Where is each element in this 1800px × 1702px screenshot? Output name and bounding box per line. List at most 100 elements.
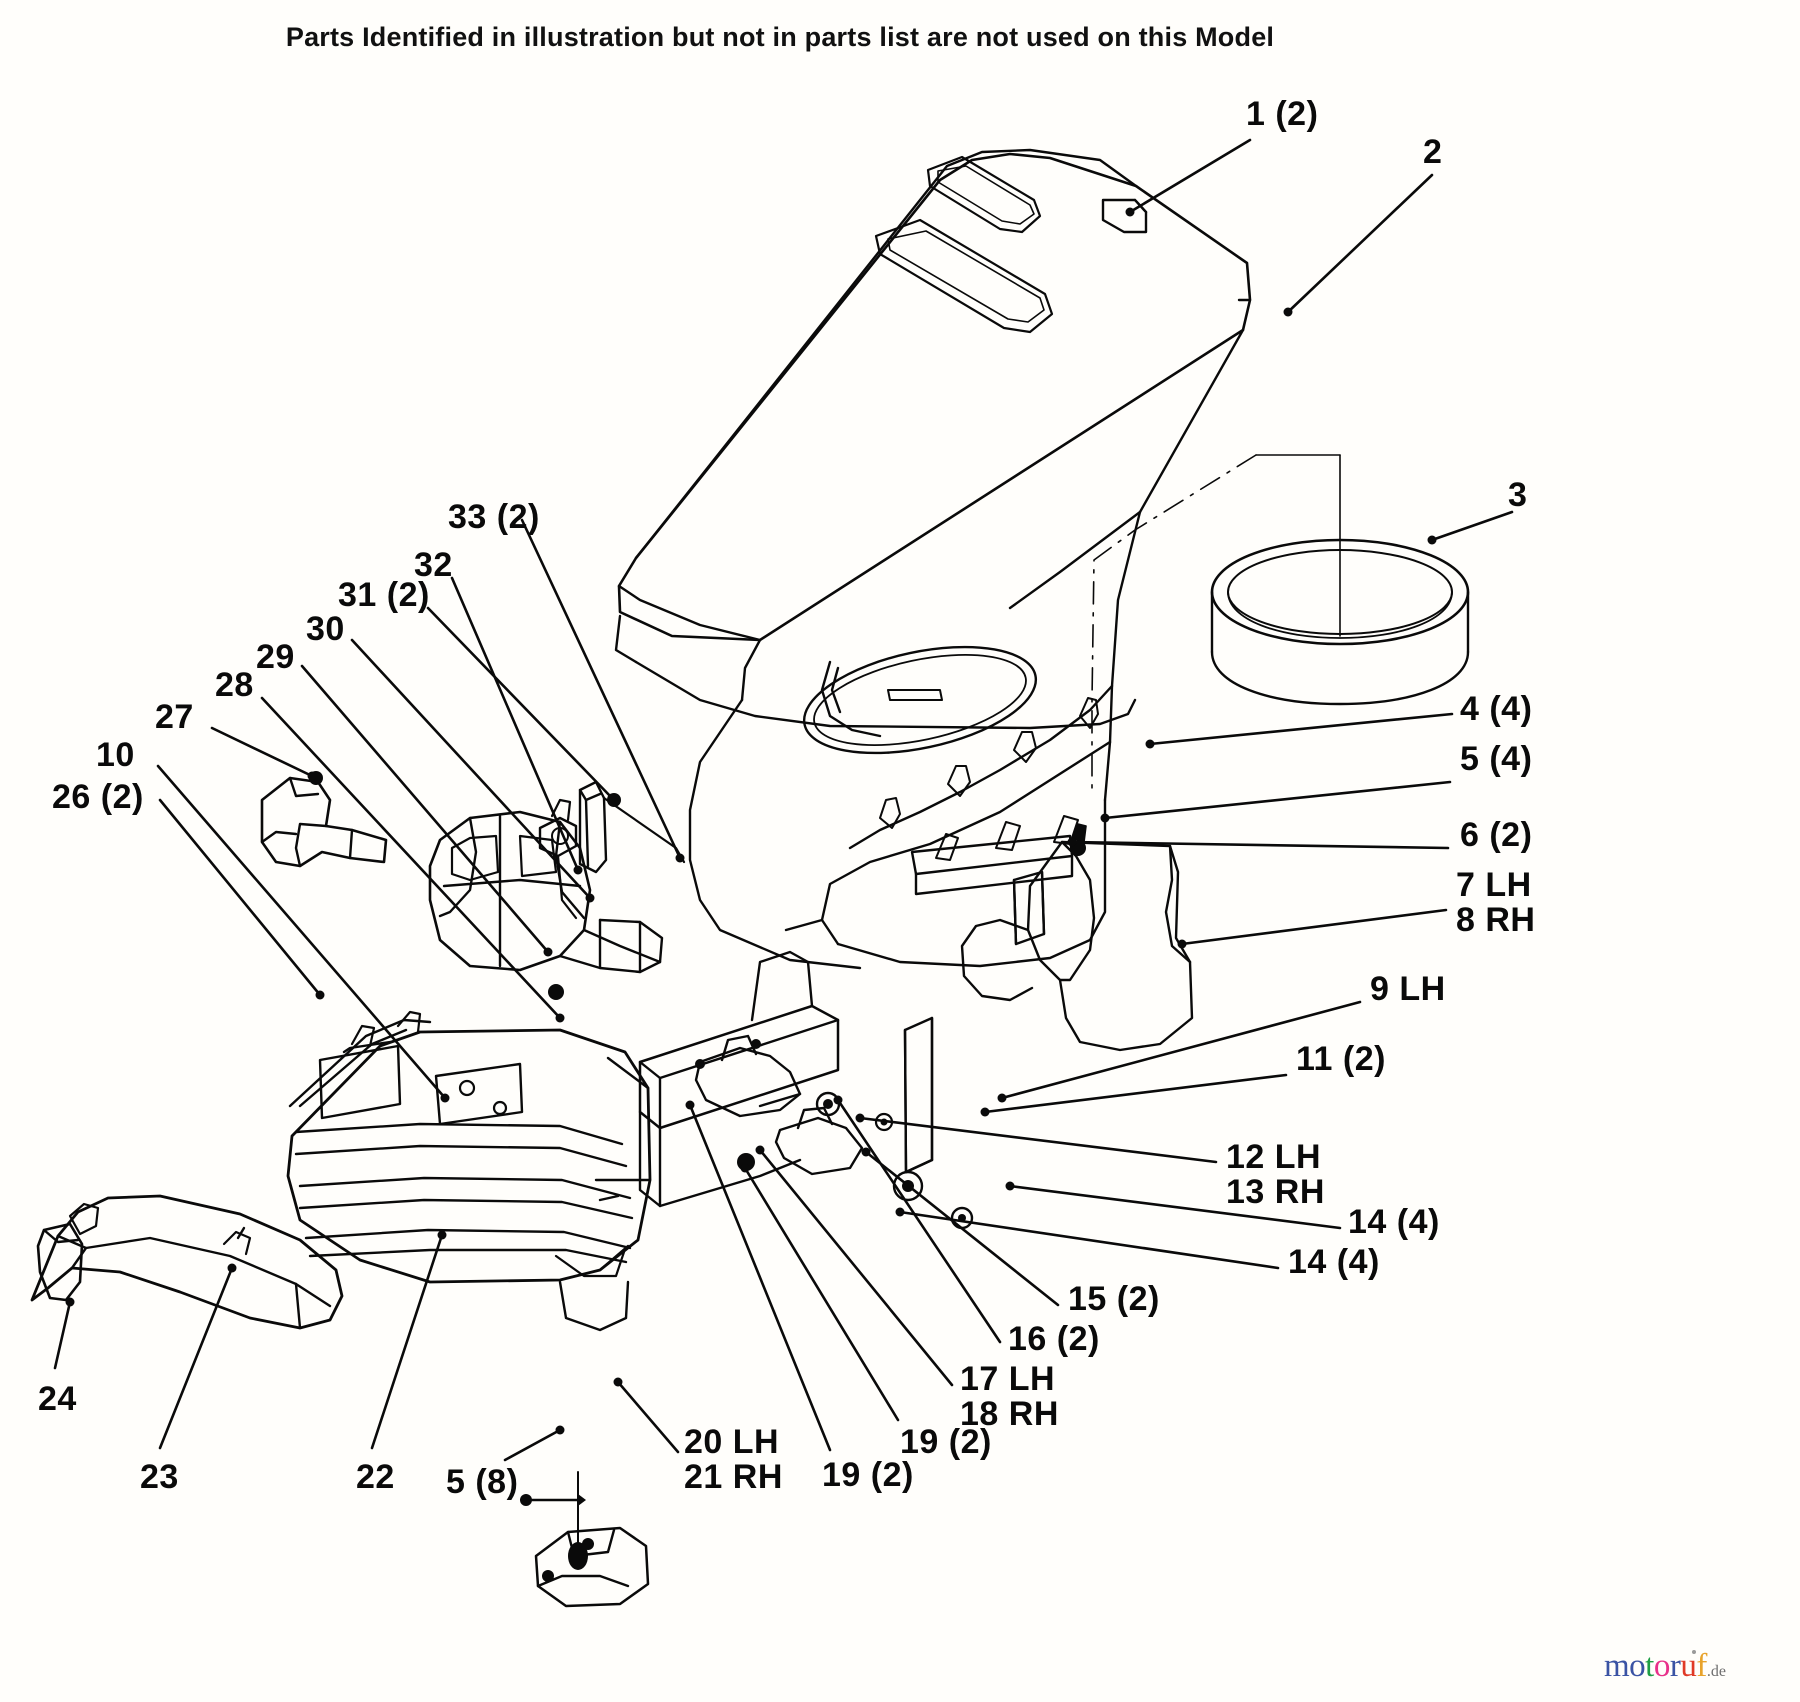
callout-c3: 3	[1508, 478, 1527, 513]
leader-line-c1	[1128, 138, 1252, 214]
callout-label: 24	[38, 1380, 77, 1418]
leader-line-c33	[520, 518, 682, 860]
leader-line-c27	[210, 726, 314, 778]
callout-c2: 2	[1423, 135, 1442, 170]
callout-label: 10	[96, 736, 135, 774]
watermark-letter: o	[1629, 1648, 1646, 1684]
support-rail	[638, 815, 1079, 1130]
watermark-letter: o	[1653, 1648, 1671, 1684]
leader-endpoint-c24	[65, 1297, 75, 1307]
callout-label: 16 (2)	[1008, 1320, 1100, 1358]
leader-endpoint-c26	[315, 990, 325, 1000]
callout-c28: 28	[215, 668, 254, 703]
callout-label: 7 LH	[1456, 866, 1532, 904]
leader-line-c19a	[743, 1166, 900, 1422]
leader-endpoint-c20	[613, 1377, 623, 1387]
leader-line-c32	[450, 576, 580, 872]
leader-line-c26	[158, 798, 322, 997]
leader-line-c31	[426, 606, 614, 800]
leader-endpoint-c12	[855, 1113, 865, 1123]
leader-line-c15	[864, 1150, 1060, 1307]
callout-c14a: 14 (4)	[1348, 1205, 1440, 1240]
callout-c5b: 5 (8)	[446, 1465, 518, 1500]
fuel-ring-part	[1091, 454, 1470, 791]
callout-sublabel: 13 RH	[1226, 1172, 1325, 1211]
side-panel-part	[960, 823, 1194, 1052]
callout-label: 5 (8)	[446, 1463, 519, 1501]
callout-c30: 30	[306, 612, 345, 647]
callout-label: 11 (2)	[1296, 1040, 1386, 1078]
callout-c19a: 19 (2)	[900, 1425, 992, 1460]
leader-endpoint-c29	[543, 947, 553, 957]
callout-label: 5 (4)	[1460, 740, 1533, 778]
leader-endpoint-c31	[607, 793, 617, 803]
leader-endpoint-c9	[997, 1093, 1007, 1103]
leader-line-c12	[858, 1116, 1218, 1164]
callout-label: 6 (2)	[1460, 816, 1533, 854]
callout-label: 14 (4)	[1348, 1203, 1440, 1241]
callout-label: 12 LH	[1226, 1138, 1322, 1176]
callout-c6: 6 (2)	[1460, 818, 1532, 853]
callout-c24: 24	[38, 1382, 77, 1417]
callout-c16: 16 (2)	[1008, 1322, 1100, 1357]
left-bracket-part	[260, 771, 388, 868]
callout-label: 1 (2)	[1246, 95, 1319, 133]
leader-line-c29	[300, 664, 550, 954]
leader-endpoint-c4	[1145, 739, 1155, 749]
leader-line-c23	[158, 1266, 234, 1450]
watermark-letter: f	[1696, 1648, 1707, 1684]
callout-label: 19 (2)	[900, 1423, 992, 1461]
callout-c31: 31 (2)	[338, 578, 430, 613]
grille-part	[286, 1010, 652, 1332]
callout-c29: 29	[256, 640, 295, 675]
leader-endpoint-c1	[1125, 207, 1135, 217]
callout-label: 17 LH	[960, 1360, 1056, 1398]
leader-line-c22	[370, 1233, 444, 1450]
leader-endpoint-c23	[227, 1263, 237, 1273]
callout-c1: 1 (2)	[1246, 97, 1318, 132]
callout-label: 26 (2)	[52, 778, 144, 816]
callout-c19b: 19 (2)	[822, 1458, 914, 1493]
leader-line-c14a	[1008, 1184, 1342, 1230]
callout-c32: 32	[414, 548, 453, 583]
callout-c4: 4 (4)	[1460, 692, 1532, 727]
leader-endpoint-c2	[1283, 307, 1293, 317]
leader-endpoint-c19a	[740, 1163, 750, 1173]
watermark-letter: u	[1680, 1648, 1697, 1684]
hood-stop-bracket	[578, 780, 686, 874]
leader-line-c4	[1148, 712, 1454, 746]
page-title: Parts Identified in illustration but not…	[285, 22, 1275, 52]
leader-endpoint-c17	[755, 1145, 765, 1155]
lower-bracket-part	[520, 1471, 650, 1608]
callout-label: 33 (2)	[448, 498, 540, 536]
leader-endpoint-c28	[555, 1013, 565, 1023]
callout-sublabel: 21 RH	[684, 1457, 783, 1496]
callout-c33: 33 (2)	[448, 500, 540, 535]
leader-endpoint-c7	[1177, 939, 1187, 949]
leader-endpoint-c11	[980, 1107, 990, 1117]
leader-endpoint-c3	[1427, 535, 1437, 545]
callout-c10: 10	[96, 738, 135, 773]
callout-label: 29	[256, 638, 295, 676]
dash-console	[614, 328, 1245, 970]
leader-endpoint-c5b	[555, 1425, 565, 1435]
callout-label: 19 (2)	[822, 1456, 914, 1494]
callout-label: 31 (2)	[338, 576, 430, 614]
callout-label: 2	[1423, 133, 1443, 171]
front-bumper-part	[30, 1194, 344, 1330]
leader-line-c3	[1430, 510, 1514, 542]
callout-c26: 26 (2)	[52, 780, 144, 815]
leader-line-c11	[983, 1073, 1288, 1114]
callout-c11: 11 (2)	[1296, 1042, 1386, 1077]
callout-label: 3	[1508, 476, 1528, 514]
leader-line-c28	[260, 696, 562, 1020]
callout-c22: 22	[356, 1460, 395, 1495]
leader-endpoint-c15	[861, 1147, 871, 1157]
callout-label: 15 (2)	[1068, 1280, 1160, 1318]
